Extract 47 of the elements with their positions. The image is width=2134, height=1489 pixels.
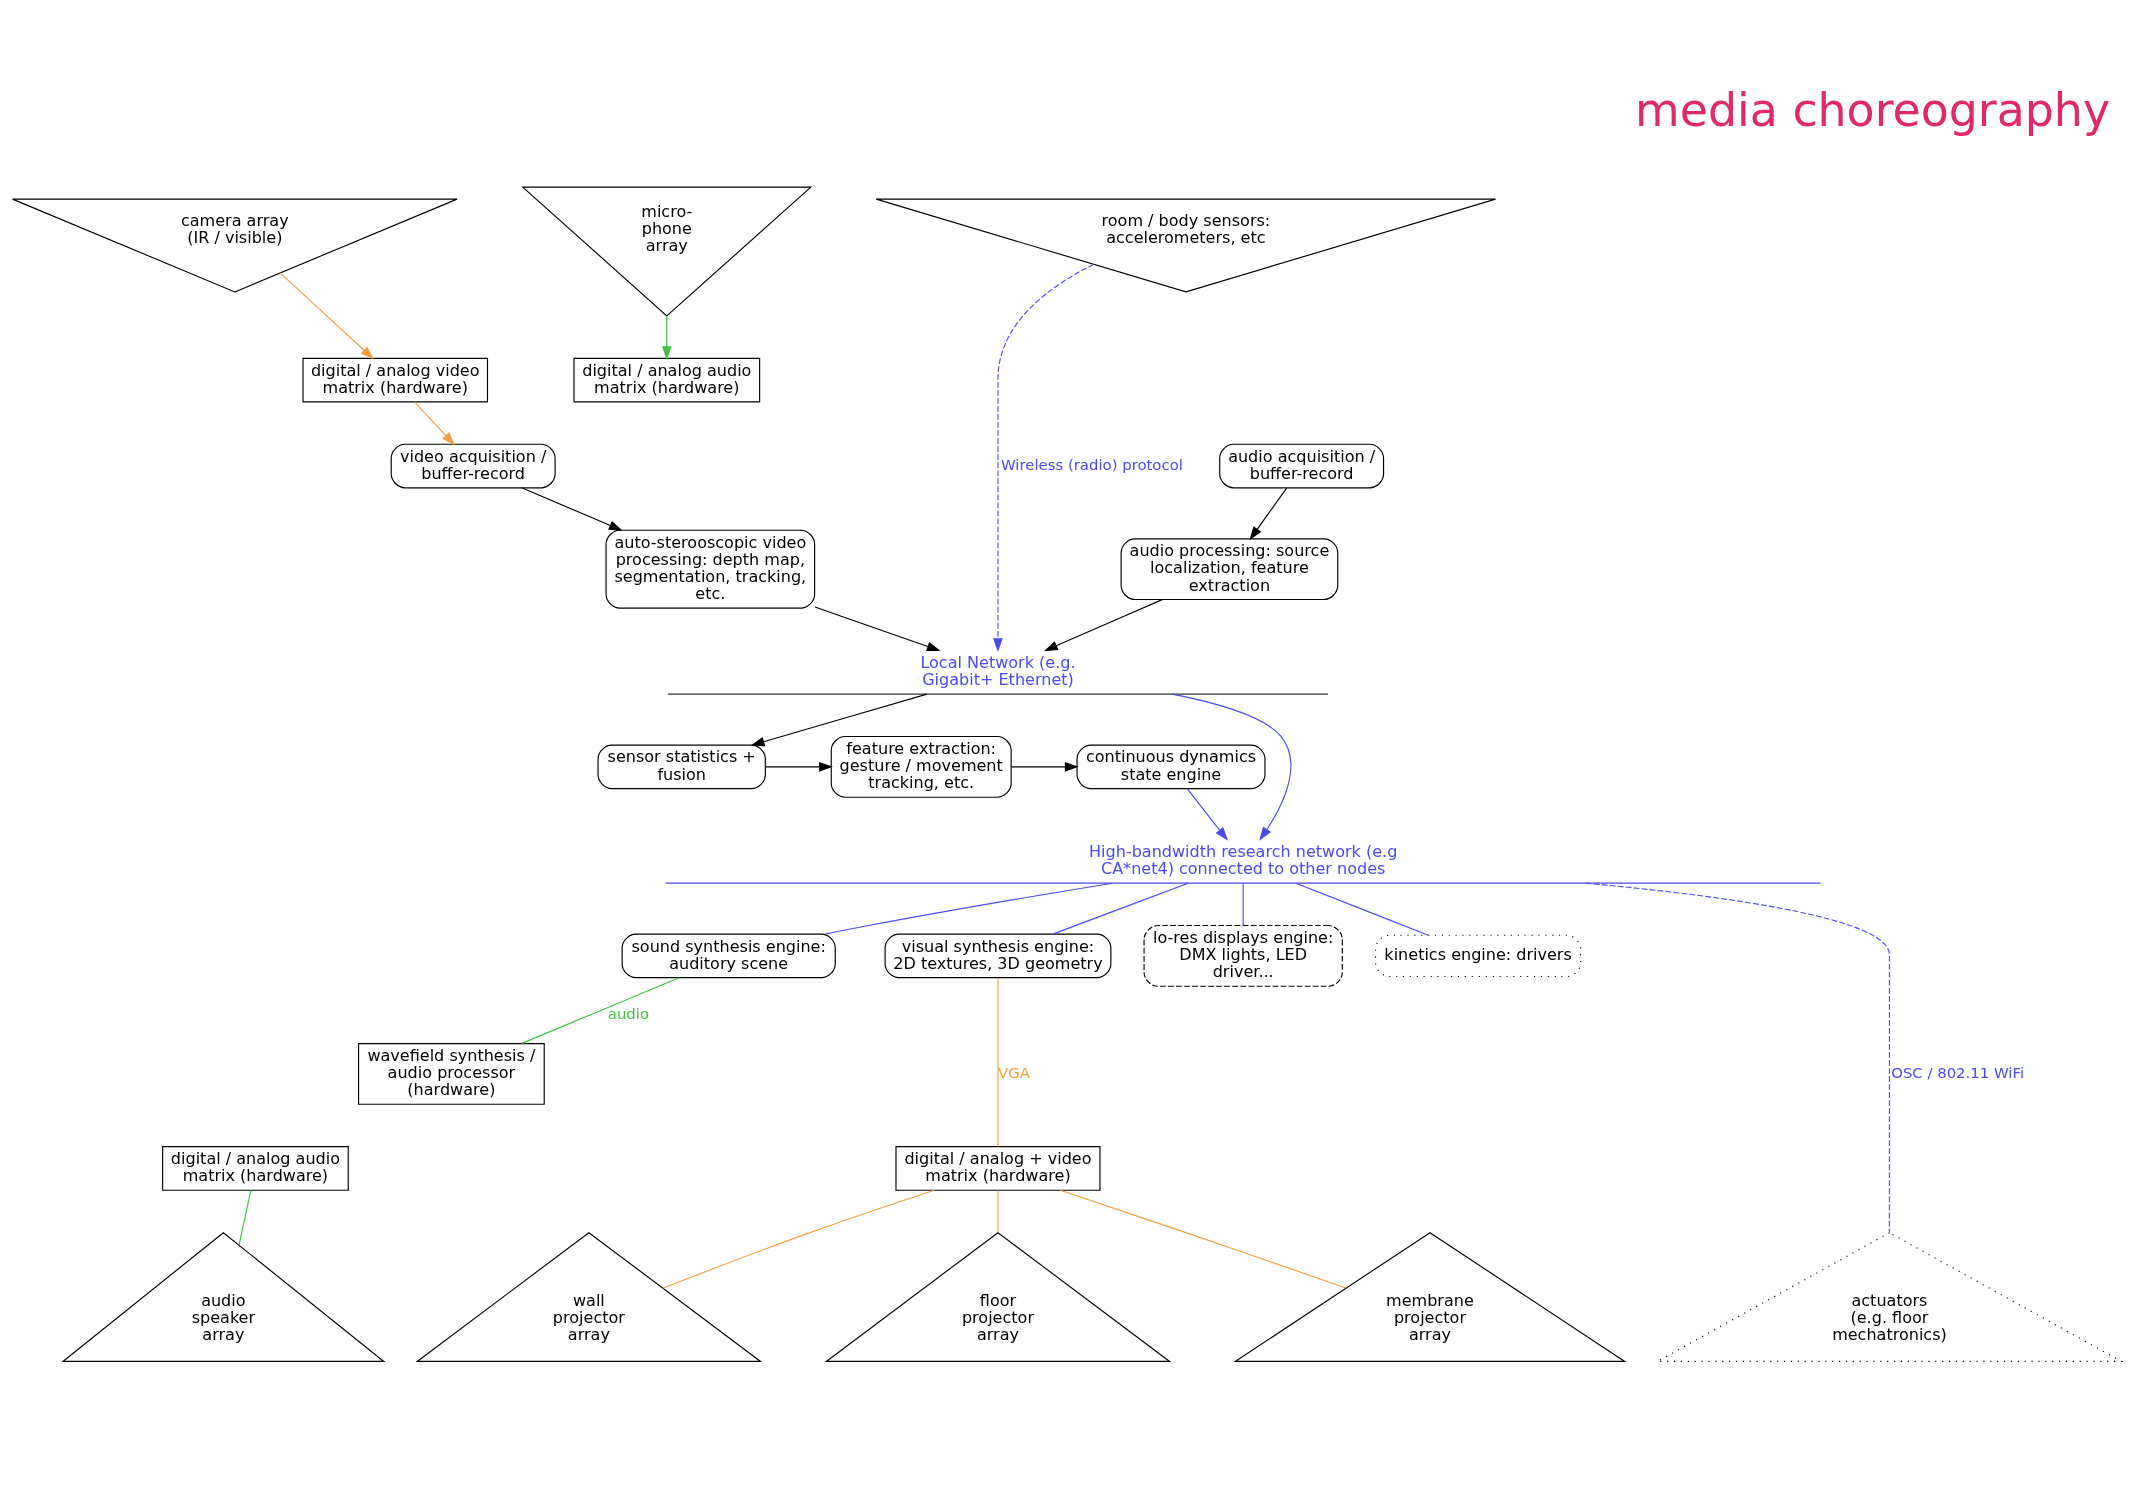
arrow bbox=[413, 401, 456, 446]
node-box: digital / analog + video matrix (hardware) bbox=[895, 1146, 1101, 1191]
connector bbox=[997, 977, 999, 1148]
connector bbox=[1242, 882, 1244, 927]
arrow bbox=[1010, 762, 1079, 772]
arrow bbox=[662, 315, 672, 361]
arrow bbox=[279, 272, 374, 360]
node-box: sensor statistics + fusion bbox=[597, 744, 766, 790]
node-box: feature extraction: gesture / movement tracking, etc. bbox=[830, 735, 1012, 798]
connector bbox=[238, 1189, 252, 1246]
node-box: kinetics engine: drivers bbox=[1374, 934, 1582, 978]
connector bbox=[1585, 882, 1891, 1234]
connector bbox=[1059, 1189, 1347, 1289]
node-text: Local Network (e.g. Gigabit+ Ethernet) bbox=[920, 652, 1076, 690]
diagram-title: media choreography bbox=[1635, 82, 2111, 137]
arrow bbox=[993, 263, 1095, 653]
arrow bbox=[750, 693, 928, 747]
connector bbox=[521, 977, 680, 1044]
node-box: audio processing: source localization, feature extraction bbox=[1120, 538, 1339, 601]
node-text: High-bandwidth research network (e.g CA*net4) connected to other nodes bbox=[1089, 842, 1398, 879]
node-box: digital / analog video matrix (hardware) bbox=[302, 357, 489, 403]
edge-label: audio bbox=[607, 1004, 650, 1023]
node-box: digital / analog audio matrix (hardware) bbox=[573, 357, 761, 403]
node-box: continuous dynamics state engine bbox=[1076, 744, 1266, 790]
arrow bbox=[764, 762, 833, 772]
arrow bbox=[1249, 487, 1288, 541]
node-box: digital / analog audio matrix (hardware) bbox=[162, 1146, 349, 1191]
edge-label: Wireless (radio) protocol bbox=[1000, 455, 1183, 474]
node-box: sound synthesis engine: auditory scene bbox=[621, 933, 836, 979]
arrow bbox=[1186, 788, 1228, 841]
node-box: video acquisition / buffer-record bbox=[390, 443, 556, 489]
connector bbox=[1295, 882, 1429, 936]
arrow bbox=[1171, 693, 1292, 841]
node-box: lo-res displays engine: DMX lights, LED driver... bbox=[1143, 924, 1343, 987]
node-box: wavefield synthesis / audio processor (hardware) bbox=[358, 1043, 545, 1105]
node-box: visual synthesis engine: 2D textures, 3D geometry bbox=[884, 933, 1112, 979]
connector bbox=[824, 882, 1114, 935]
arrow bbox=[1043, 599, 1163, 652]
connector bbox=[1052, 882, 1189, 935]
edge-label: VGA bbox=[998, 1063, 1030, 1082]
connector bbox=[662, 1189, 935, 1289]
node-box: audio acquisition / buffer-record bbox=[1219, 443, 1385, 489]
arrow bbox=[814, 606, 941, 652]
node-box: auto-sterooscopic video processing: depth map, segmentation, tracking, etc. bbox=[605, 529, 816, 609]
connector bbox=[997, 1189, 999, 1233]
arrow bbox=[521, 487, 623, 531]
edge-label: OSC / 802.11 WiFi bbox=[1891, 1063, 2025, 1082]
